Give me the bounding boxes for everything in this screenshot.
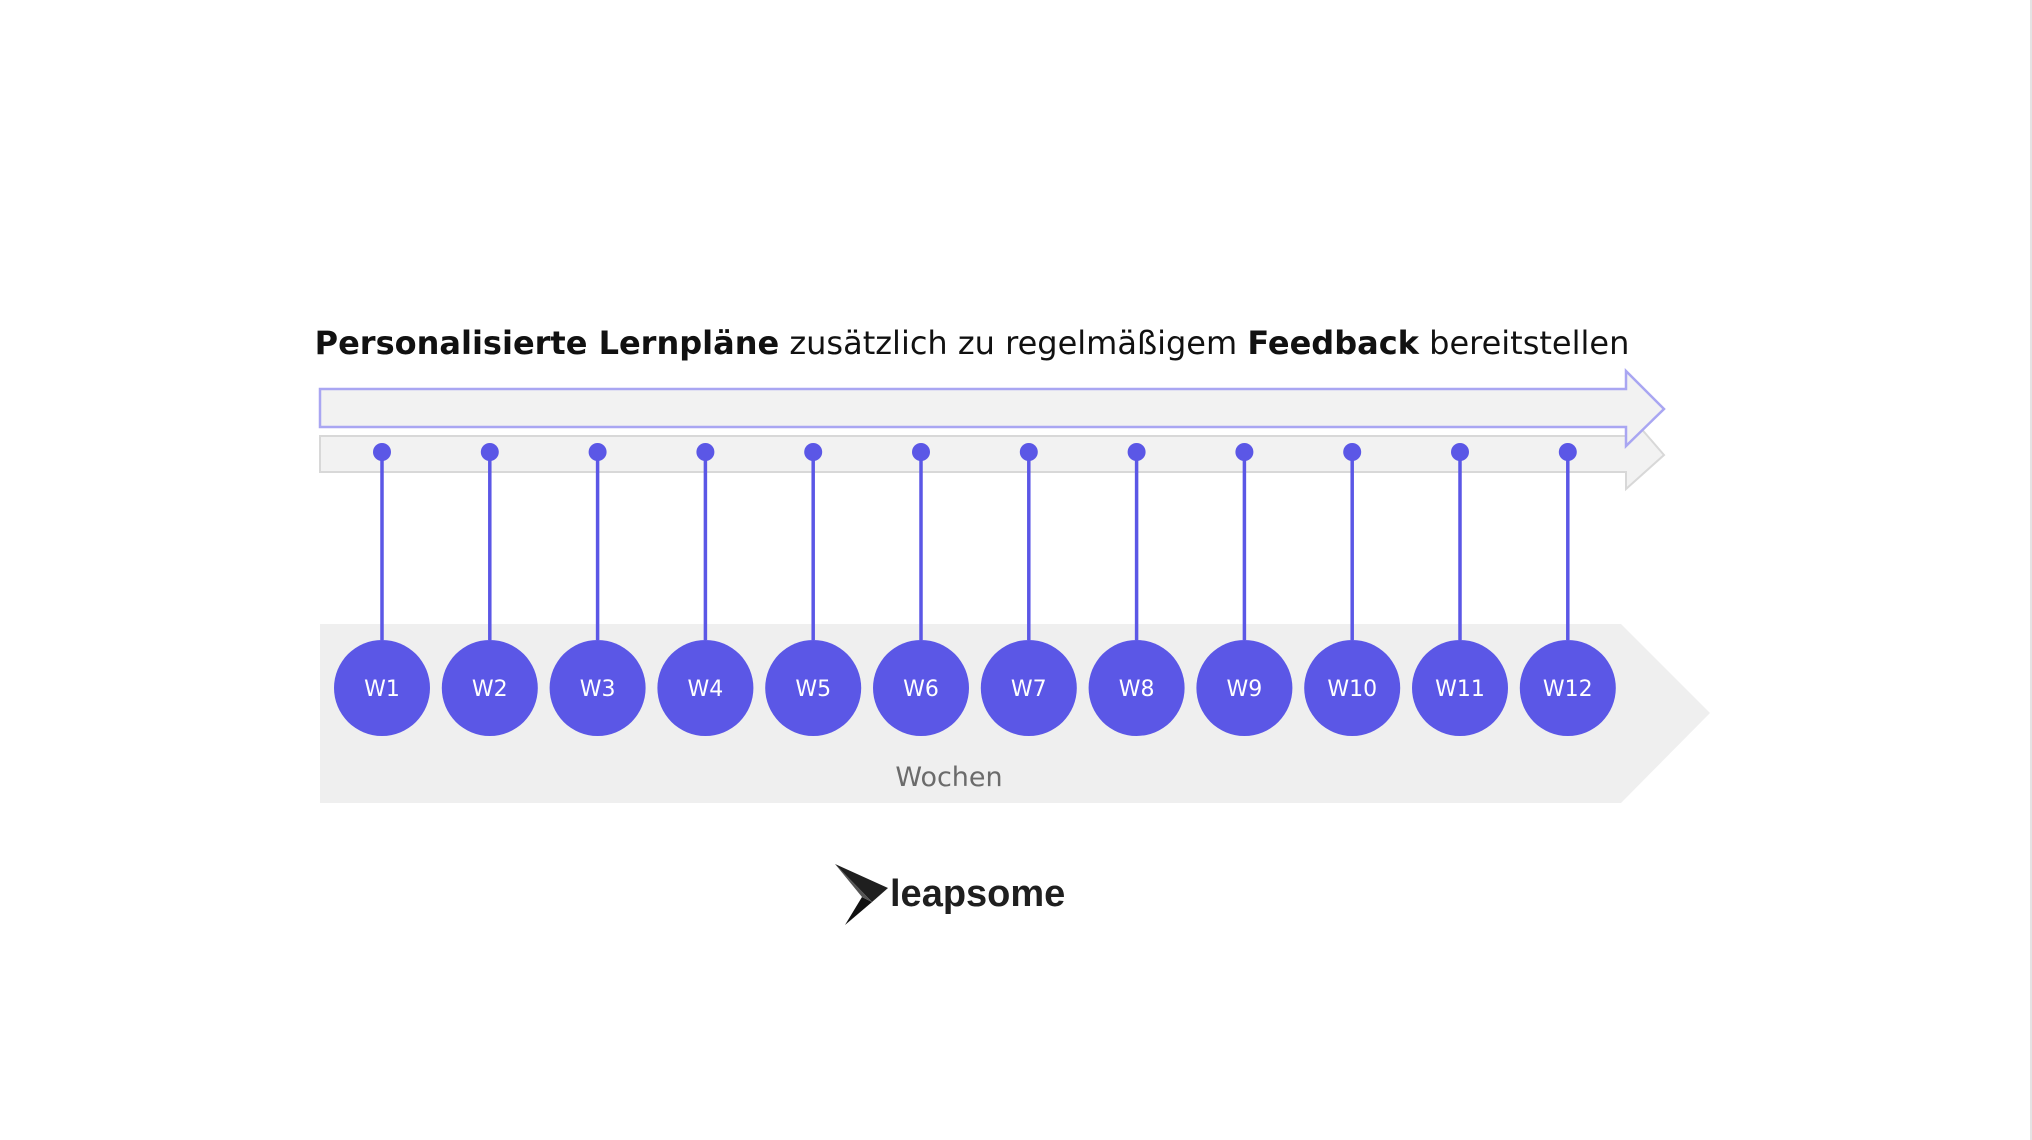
week-marker: W3 — [549, 443, 646, 736]
upper-progress-arrow — [318, 367, 1666, 449]
week-anchor-dot — [804, 443, 823, 461]
week-circle — [765, 640, 862, 736]
week-anchor-dot — [588, 443, 607, 461]
week-label: W7 — [1011, 677, 1047, 702]
week-label: W11 — [1435, 677, 1485, 702]
week-label: W2 — [472, 677, 508, 702]
week-marker: W8 — [1088, 443, 1185, 736]
week-anchor-dot — [1127, 443, 1146, 461]
week-anchor-dot — [373, 443, 391, 461]
leapsome-logo: leapsome — [835, 864, 1065, 925]
week-circle — [980, 640, 1077, 736]
week-anchor-dot — [1235, 443, 1254, 461]
week-anchor-dot — [1019, 443, 1038, 461]
week-circle — [1196, 640, 1293, 736]
headline-mid-text: zusätzlich zu regelmäßigem — [779, 324, 1247, 362]
week-anchor-dot — [1343, 443, 1362, 461]
week-label: W1 — [364, 677, 400, 702]
week-circle — [334, 640, 430, 736]
week-marker: W7 — [980, 443, 1077, 736]
week-label: W4 — [688, 677, 724, 702]
week-label: W3 — [580, 677, 616, 702]
week-marker: W9 — [1196, 443, 1293, 736]
week-marker: W11 — [1412, 443, 1508, 736]
week-marker: W1 — [334, 443, 430, 736]
headline-end-text: bereitstellen — [1419, 324, 1629, 362]
weeks-band-label: Wochen — [895, 762, 1002, 793]
week-anchor-dot — [912, 443, 930, 461]
week-label: W8 — [1119, 677, 1155, 702]
week-marker: W12 — [1519, 443, 1616, 736]
week-anchor-dot — [696, 443, 715, 461]
week-circle — [873, 640, 969, 736]
week-anchor-dot — [1451, 443, 1469, 461]
week-circle — [549, 640, 646, 736]
week-label: W12 — [1543, 677, 1593, 702]
headline-bold-learning-plans: Personalisierte Lernpläne — [315, 324, 780, 362]
headline: Personalisierte Lernpläne zusätzlich zu … — [315, 324, 1630, 362]
week-anchor-dot — [1558, 443, 1577, 461]
page-edge-divider — [2030, 0, 2032, 1140]
week-label: W5 — [795, 677, 831, 702]
headline-bold-feedback: Feedback — [1247, 324, 1419, 362]
week-label: W6 — [903, 677, 939, 702]
week-marker: W6 — [873, 443, 969, 736]
week-label: W9 — [1227, 677, 1263, 702]
week-marker: W5 — [765, 443, 862, 736]
week-circle — [1088, 640, 1185, 736]
week-marker: W4 — [657, 443, 754, 736]
week-marker: W2 — [441, 443, 538, 736]
week-label: W10 — [1327, 677, 1377, 702]
logo-wordmark: leapsome — [890, 873, 1065, 915]
week-circle — [657, 640, 754, 736]
bird-icon — [835, 864, 888, 925]
week-circle — [1412, 640, 1508, 736]
week-circle — [1304, 640, 1401, 736]
week-markers: W1 W2 W3 W4 W5 W6 W7 W8 W9 W10 W11 W12 — [334, 443, 1616, 736]
week-circle — [1519, 640, 1616, 736]
week-circle — [441, 640, 538, 736]
week-marker: W10 — [1304, 443, 1401, 736]
week-anchor-dot — [480, 443, 499, 461]
